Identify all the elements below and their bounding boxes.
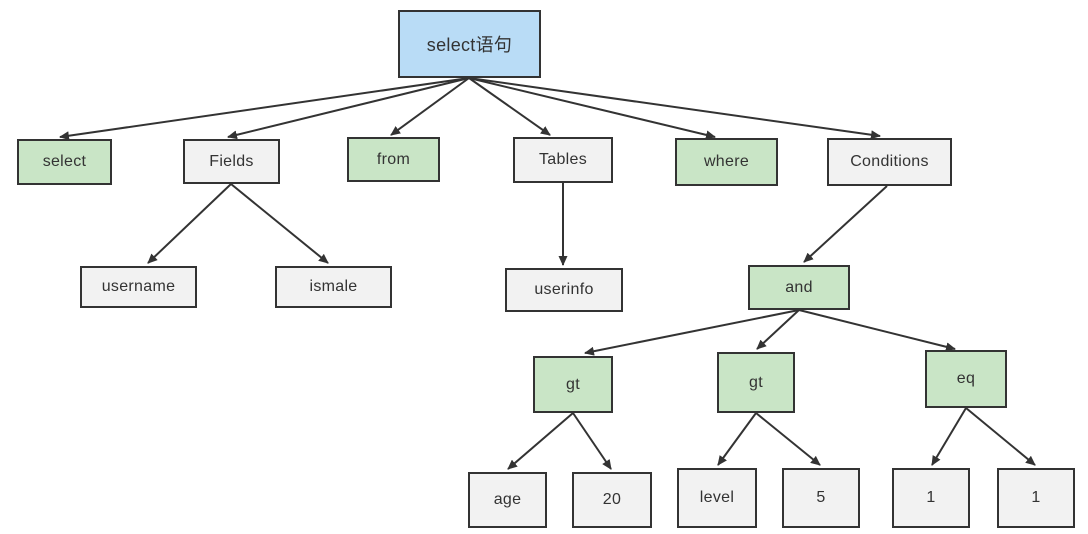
node-5: 5 <box>782 468 860 528</box>
node-tables: Tables <box>513 137 613 183</box>
edge-and-gt1 <box>584 309 800 356</box>
node-ismale: ismale <box>275 266 392 308</box>
edge-and-gt2 <box>756 309 800 350</box>
node-eq: eq <box>925 350 1007 408</box>
edge-root-conditions <box>468 77 881 140</box>
edge-eq-1a <box>931 407 967 466</box>
node-1-left: 1 <box>892 468 970 528</box>
edge-conditions-and <box>803 185 888 263</box>
node-where: where <box>675 138 778 186</box>
node-gt-1: gt <box>533 356 613 413</box>
node-from: from <box>347 137 440 182</box>
edge-eq-1b <box>965 407 1036 466</box>
node-age: age <box>468 472 547 528</box>
edge-root-tables <box>468 77 551 136</box>
node-1-right: 1 <box>997 468 1075 528</box>
edge-and-eq <box>798 309 956 352</box>
edge-fields-ismale <box>230 183 329 264</box>
edge-gt1-age <box>507 412 574 470</box>
node-20: 20 <box>572 472 652 528</box>
edge-root-select <box>59 77 470 141</box>
node-and: and <box>748 265 850 310</box>
edge-gt2-5 <box>755 412 821 466</box>
edge-root-fields <box>227 77 470 140</box>
node-select: select <box>17 139 112 185</box>
edge-root-from <box>390 77 470 136</box>
edge-gt2-level <box>717 412 757 466</box>
edge-fields-username <box>147 183 232 264</box>
node-select-statement: select语句 <box>398 10 541 78</box>
node-conditions: Conditions <box>827 138 952 186</box>
node-gt-2: gt <box>717 352 795 413</box>
node-level: level <box>677 468 757 528</box>
edge-gt1-20 <box>572 412 612 470</box>
edge-root-where <box>468 77 716 140</box>
node-username: username <box>80 266 197 308</box>
node-userinfo: userinfo <box>505 268 623 312</box>
node-fields: Fields <box>183 139 280 184</box>
